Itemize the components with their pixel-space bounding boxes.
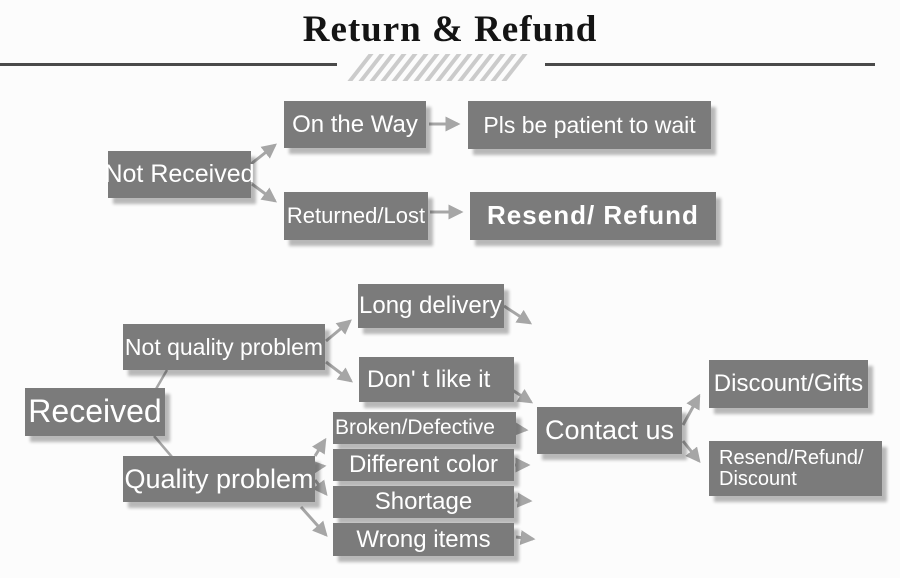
- arrow-not-quality-to-dont-like: [325, 360, 353, 383]
- arrow-wrong-items-out: [515, 530, 536, 545]
- node-pls-be-patient: Pls be patient to wait: [468, 101, 711, 149]
- page-title: Return & Refund: [302, 9, 598, 50]
- node-label: Not Received: [104, 160, 255, 189]
- node-contact-us: Contact us: [537, 407, 682, 454]
- node-label: Pls be patient to wait: [483, 111, 696, 138]
- node-shortage: Shortage: [333, 486, 514, 518]
- node-label: On the Way: [292, 110, 418, 138]
- node-resend-refund: Resend/ Refund: [470, 192, 716, 240]
- node-label: Don' t like it: [367, 365, 491, 393]
- arrow-quality-to-wrong-items: [299, 506, 328, 537]
- node-label: Shortage: [374, 488, 473, 516]
- node-label: Different color: [349, 451, 498, 479]
- node-discount-gifts: Discount/Gifts: [709, 360, 868, 408]
- node-label: Quality problem: [124, 463, 314, 494]
- arrow-not-quality-to-long-delivery: [325, 319, 352, 343]
- node-long-delivery: Long delivery: [358, 284, 504, 328]
- node-label: Not quality problem: [124, 333, 324, 360]
- node-label: Contact us: [544, 415, 675, 446]
- arrow-not-received-to-on-the-way: [250, 143, 277, 166]
- node-different-color: Different color: [333, 449, 514, 481]
- node-returned-lost: Returned/Lost: [284, 192, 428, 240]
- header-rule-right: [545, 63, 875, 66]
- node-resend-refund-discount: Resend/Refund/ Discount: [709, 441, 882, 496]
- arrow-contact-us-to-resend-discount: [681, 440, 701, 463]
- diagonal-slashes-decoration: [347, 54, 538, 81]
- arrow-broken-to-contact-us: [512, 421, 529, 437]
- line-received-to-not-quality: [154, 369, 169, 390]
- node-label: Resend/ Refund: [487, 200, 699, 231]
- node-quality-problem: Quality problem: [123, 456, 315, 502]
- node-on-the-way: On the Way: [284, 101, 426, 148]
- arrow-shortage-out: [515, 492, 533, 508]
- arrow-quality-to-broken: [312, 437, 327, 457]
- arrow-quality-to-shortage: [312, 479, 328, 496]
- node-label: Broken/Defective: [335, 415, 495, 439]
- node-wrong-items: Wrong items: [333, 523, 514, 556]
- arrow-contact-us-to-discount-gifts: [681, 393, 701, 426]
- node-label-line1: Resend/Refund/: [719, 446, 864, 469]
- node-label: Wrong items: [356, 525, 491, 553]
- line-received-to-quality: [153, 435, 173, 458]
- arrow-long-delivery-out: [503, 304, 533, 325]
- node-label-line2: Discount: [719, 467, 797, 490]
- arrow-not-received-to-returned-lost: [251, 182, 278, 203]
- node-label: Long delivery: [359, 292, 502, 320]
- node-not-received: Not Received: [104, 151, 255, 198]
- header-rule-left: [0, 63, 337, 66]
- node-label: Resend/Refund/ Discount: [719, 446, 864, 490]
- node-label: Received: [28, 393, 162, 430]
- node-dont-like-it: Don' t like it: [359, 357, 514, 402]
- node-not-quality-problem: Not quality problem: [123, 324, 325, 370]
- arrow-quality-to-different-color: [310, 459, 327, 475]
- node-label: Returned/Lost: [286, 203, 426, 229]
- node-label: Discount/Gifts: [713, 370, 864, 398]
- node-broken-defective: Broken/Defective: [333, 412, 516, 444]
- node-received: Received: [25, 388, 165, 436]
